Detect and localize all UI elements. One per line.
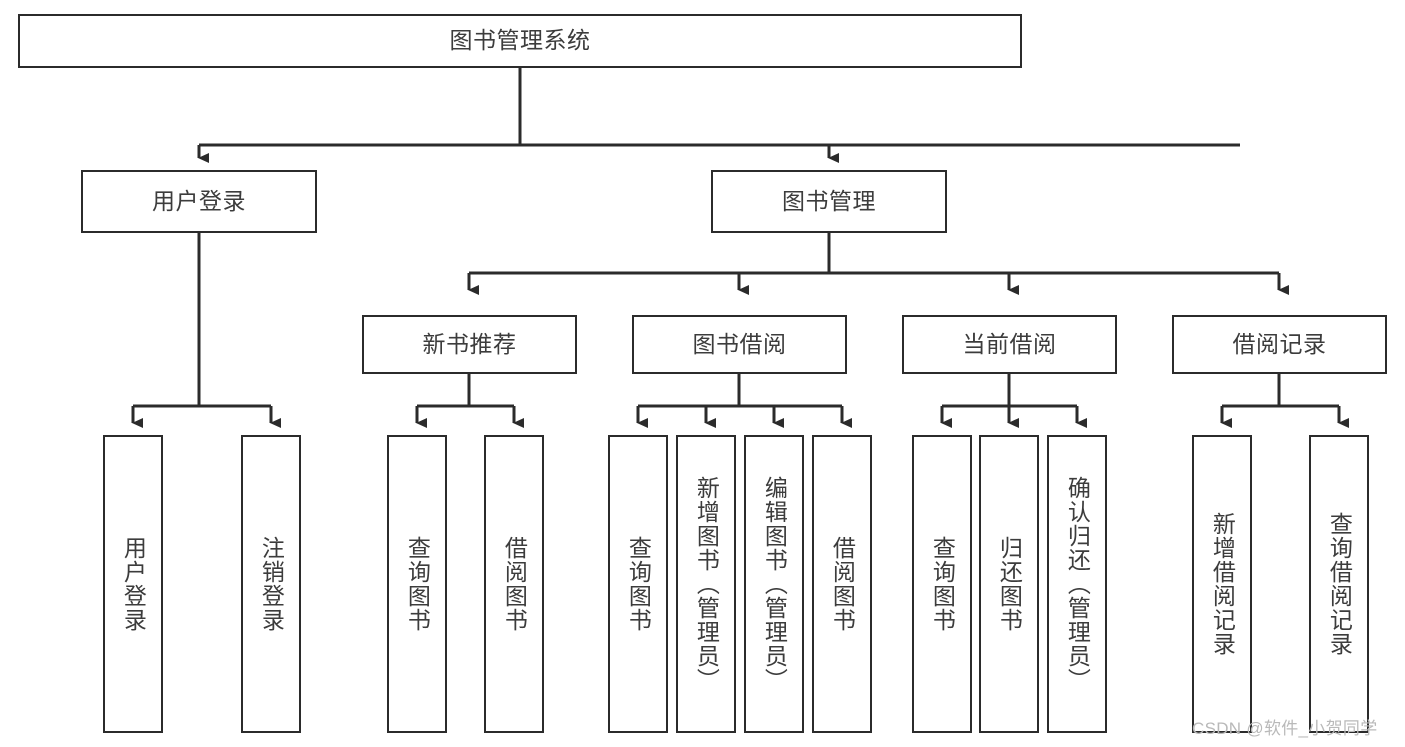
node-new-book-recommend-label: 新书推荐 <box>422 330 517 357</box>
node-leaf-query-book-3[interactable]: 查询图书 <box>912 435 972 733</box>
node-leaf-query-record-label: 查询借阅记录 <box>1326 512 1353 656</box>
node-user-login-label: 用户登录 <box>152 187 246 214</box>
node-root[interactable]: 图书管理系统 <box>18 14 1022 68</box>
node-leaf-query-book-3-label: 查询图书 <box>929 536 956 632</box>
node-current-borrow-label: 当前借阅 <box>962 330 1057 357</box>
node-leaf-borrow-book-1[interactable]: 借阅图书 <box>484 435 544 733</box>
node-leaf-borrow-book-1-label: 借阅图书 <box>501 536 528 632</box>
node-leaf-return-book[interactable]: 归还图书 <box>979 435 1039 733</box>
node-leaf-edit-book[interactable]: 编辑图书（管理员） <box>744 435 804 733</box>
node-borrow-record-label: 借阅记录 <box>1232 330 1327 357</box>
node-book-borrow-label: 图书借阅 <box>692 330 787 357</box>
node-leaf-query-book-1-label: 查询图书 <box>404 536 431 632</box>
node-book-manage[interactable]: 图书管理 <box>711 170 947 233</box>
node-book-borrow[interactable]: 图书借阅 <box>632 315 847 374</box>
node-leaf-query-book-2[interactable]: 查询图书 <box>608 435 668 733</box>
node-leaf-user-login-label: 用户登录 <box>120 536 147 632</box>
node-leaf-query-book-1[interactable]: 查询图书 <box>387 435 447 733</box>
node-leaf-add-book[interactable]: 新增图书（管理员） <box>676 435 736 733</box>
node-leaf-user-login[interactable]: 用户登录 <box>103 435 163 733</box>
node-leaf-return-book-label: 归还图书 <box>996 536 1023 632</box>
node-leaf-add-record-label: 新增借阅记录 <box>1209 512 1236 656</box>
node-leaf-edit-book-label: 编辑图书（管理员） <box>761 476 788 692</box>
node-current-borrow[interactable]: 当前借阅 <box>902 315 1117 374</box>
node-leaf-logout-login[interactable]: 注销登录 <box>241 435 301 733</box>
node-new-book-recommend[interactable]: 新书推荐 <box>362 315 577 374</box>
node-borrow-record[interactable]: 借阅记录 <box>1172 315 1387 374</box>
node-root-label: 图书管理系统 <box>449 27 591 54</box>
node-leaf-borrow-book-2[interactable]: 借阅图书 <box>812 435 872 733</box>
node-book-manage-label: 图书管理 <box>782 187 876 214</box>
node-user-login[interactable]: 用户登录 <box>81 170 317 233</box>
node-leaf-confirm-return-label: 确认归还（管理员） <box>1064 476 1091 692</box>
node-leaf-query-book-2-label: 查询图书 <box>625 536 652 632</box>
node-leaf-confirm-return[interactable]: 确认归还（管理员） <box>1047 435 1107 733</box>
node-leaf-query-record[interactable]: 查询借阅记录 <box>1309 435 1369 733</box>
node-leaf-borrow-book-2-label: 借阅图书 <box>829 536 856 632</box>
node-leaf-add-book-label: 新增图书（管理员） <box>693 476 720 692</box>
node-leaf-logout-login-label: 注销登录 <box>258 536 285 632</box>
node-leaf-add-record[interactable]: 新增借阅记录 <box>1192 435 1252 733</box>
